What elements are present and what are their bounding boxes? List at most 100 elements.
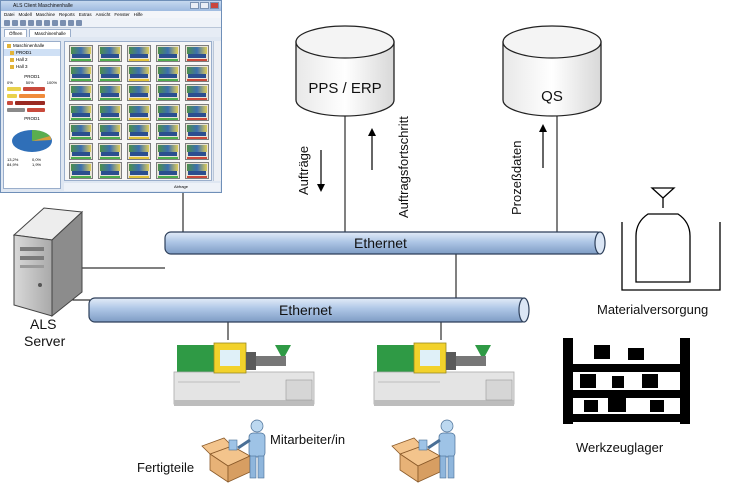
machine-tile[interactable] (69, 84, 93, 101)
vertical-scrollbar[interactable] (213, 41, 221, 181)
machine-tile-image (158, 164, 178, 171)
machine-tile[interactable] (127, 162, 151, 179)
werkzeuglager-label: Werkzeuglager (576, 440, 664, 455)
machine-tile-status (187, 78, 207, 81)
machine-tile[interactable] (185, 142, 209, 160)
machine-tile[interactable] (185, 103, 209, 121)
machine-tile[interactable] (69, 45, 93, 62)
machine-tile-name (159, 73, 177, 78)
toolbar-button-9[interactable] (68, 19, 74, 26)
machine-tile[interactable] (98, 45, 122, 62)
machine-tile-status (71, 176, 91, 178)
machine-tile[interactable] (156, 45, 180, 62)
tree-node-hall2[interactable]: Hall 2 (4, 56, 60, 63)
machine-tile[interactable] (98, 123, 122, 140)
machine-tile-name (101, 132, 119, 136)
menu-fenster[interactable]: Fenster (114, 12, 130, 17)
menu-hilfe[interactable]: Hilfe (133, 12, 143, 17)
machine-tile[interactable] (127, 142, 151, 160)
app-titlebar: ALS Client Maschinenhalle (1, 1, 221, 11)
machine-tile[interactable] (156, 162, 180, 179)
machine-tile[interactable] (127, 64, 151, 82)
machine-tile[interactable] (98, 64, 122, 82)
toolbar-button-1[interactable] (4, 19, 10, 26)
toolbar-button-2[interactable] (12, 19, 18, 26)
machine-tile[interactable] (185, 84, 209, 101)
menu-ansicht[interactable]: Ansicht (95, 12, 111, 17)
machine-tile-status (100, 59, 120, 61)
machine-tile-status (129, 176, 149, 178)
menu-extras[interactable]: Extras (78, 12, 92, 17)
machine-tile[interactable] (156, 84, 180, 101)
minimize-icon[interactable] (190, 2, 199, 9)
toolbar-button-10[interactable] (76, 19, 82, 26)
machine-tile-image (71, 86, 91, 93)
menu-maschine[interactable]: Maschine (35, 12, 56, 17)
machine-tile-name (130, 73, 148, 78)
tree-node-hall3[interactable]: Hall 3 (4, 63, 60, 70)
toolbar-button-8[interactable] (60, 19, 66, 26)
machine-tile[interactable] (185, 64, 209, 82)
machine-tile[interactable] (185, 45, 209, 62)
machine-tile-status (158, 156, 178, 159)
machine-tile[interactable] (98, 142, 122, 160)
qs-label: QS (541, 88, 563, 105)
folder-icon (10, 50, 14, 55)
machine-tile[interactable] (156, 64, 180, 82)
machine-tile[interactable] (127, 45, 151, 62)
status-bar-row (7, 85, 57, 92)
tool-rack-icon (563, 338, 690, 424)
machine-tile-image (158, 47, 178, 54)
machine-tile-image (71, 164, 91, 171)
machine-tile-status (158, 78, 178, 81)
machine-tile-status (187, 137, 207, 139)
machine-tile[interactable] (185, 123, 209, 140)
menu-reports[interactable]: Reports (59, 12, 75, 17)
tab-maschinenhalle[interactable]: Maschinenhalle (29, 29, 71, 37)
machine-tile[interactable] (127, 84, 151, 101)
machine-tile-image (129, 86, 149, 93)
machine-tile[interactable] (69, 162, 93, 179)
machine-tile[interactable] (98, 162, 122, 179)
machine-tile[interactable] (185, 162, 209, 179)
status-bar-row (7, 92, 57, 99)
menu-datei[interactable]: Datei (4, 12, 15, 17)
mitarbeiter-label: Mitarbeiter/in (270, 432, 346, 447)
machine-tile-name (159, 151, 177, 156)
machine-tile-name (101, 112, 119, 117)
tree-node-prod1[interactable]: PROD1 (4, 49, 60, 56)
machine-tile[interactable] (98, 103, 122, 121)
machine-tile[interactable] (69, 142, 93, 160)
machine-tile[interactable] (98, 84, 122, 101)
machine-tile[interactable] (127, 103, 151, 121)
toolbar-button-7[interactable] (52, 19, 58, 26)
machine-tile-name (188, 171, 206, 175)
machine-tile-status (129, 137, 149, 139)
machine-tile[interactable] (69, 103, 93, 121)
menu-modell[interactable]: Modell (18, 12, 32, 17)
machine-tile-image (187, 66, 207, 74)
machine-tile[interactable] (69, 64, 93, 82)
toolbar-button-5[interactable] (36, 19, 42, 26)
machine-tile[interactable] (156, 142, 180, 160)
tab-oeffnen[interactable]: Öffnen (4, 29, 28, 37)
close-icon[interactable] (210, 2, 219, 9)
machine-tile-image (158, 125, 178, 132)
machine-tile-status (71, 98, 91, 100)
machine-tile[interactable] (156, 123, 180, 140)
machine-tile-status (71, 59, 91, 61)
machine-tile[interactable] (69, 123, 93, 140)
machine-tile-name (72, 93, 90, 97)
machine-tile[interactable] (156, 103, 180, 121)
machine-tile[interactable] (127, 123, 151, 140)
machine-tile-name (72, 112, 90, 117)
maximize-icon[interactable] (200, 2, 209, 9)
toolbar-button-4[interactable] (28, 19, 34, 26)
tree-node-maschinenhalle[interactable]: Maschinenhalle (4, 42, 60, 49)
machine-tile-name (159, 171, 177, 175)
machine-tile-status (158, 117, 178, 120)
toolbar-button-3[interactable] (20, 19, 26, 26)
folder-icon (10, 64, 14, 69)
toolbar-button-6[interactable] (44, 19, 50, 26)
